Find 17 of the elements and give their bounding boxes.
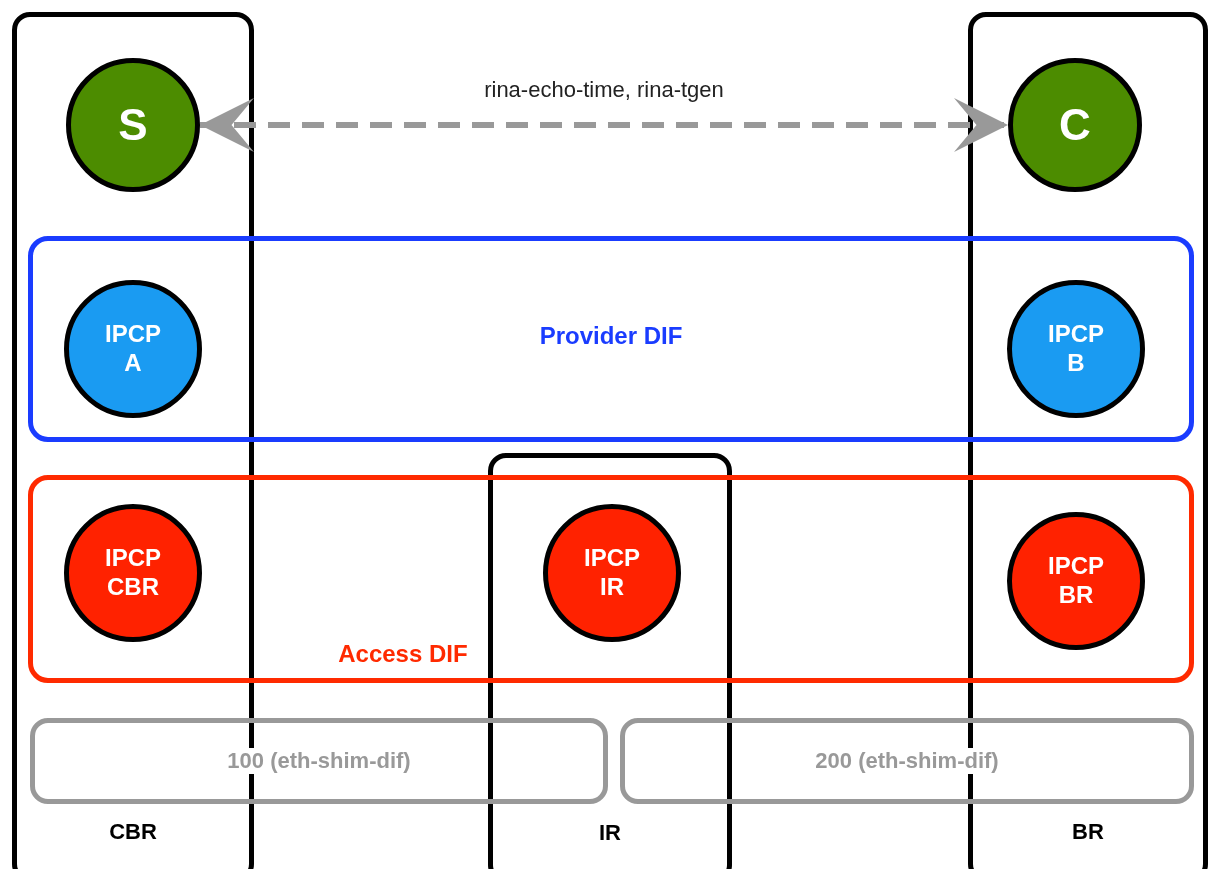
band-label: Access DIF [338, 640, 468, 668]
node-label: C [1058, 98, 1092, 151]
box-label: BR [1071, 819, 1105, 845]
double-arrow [200, 98, 1008, 152]
node-label: IPCP IR [583, 544, 641, 602]
layer-band [28, 475, 1194, 683]
node-label: S [117, 98, 149, 151]
box-label: IR [598, 820, 622, 846]
box-label: CBR [108, 819, 158, 845]
node-label: IPCP BR [1047, 552, 1105, 610]
node-label: IPCP B [1047, 320, 1105, 378]
layer-band [28, 236, 1194, 442]
band-label: Provider DIF [539, 322, 683, 350]
node-label: IPCP CBR [104, 544, 162, 602]
node-label: IPCP A [104, 320, 162, 378]
layer-band [620, 718, 1194, 804]
layer-band [30, 718, 608, 804]
